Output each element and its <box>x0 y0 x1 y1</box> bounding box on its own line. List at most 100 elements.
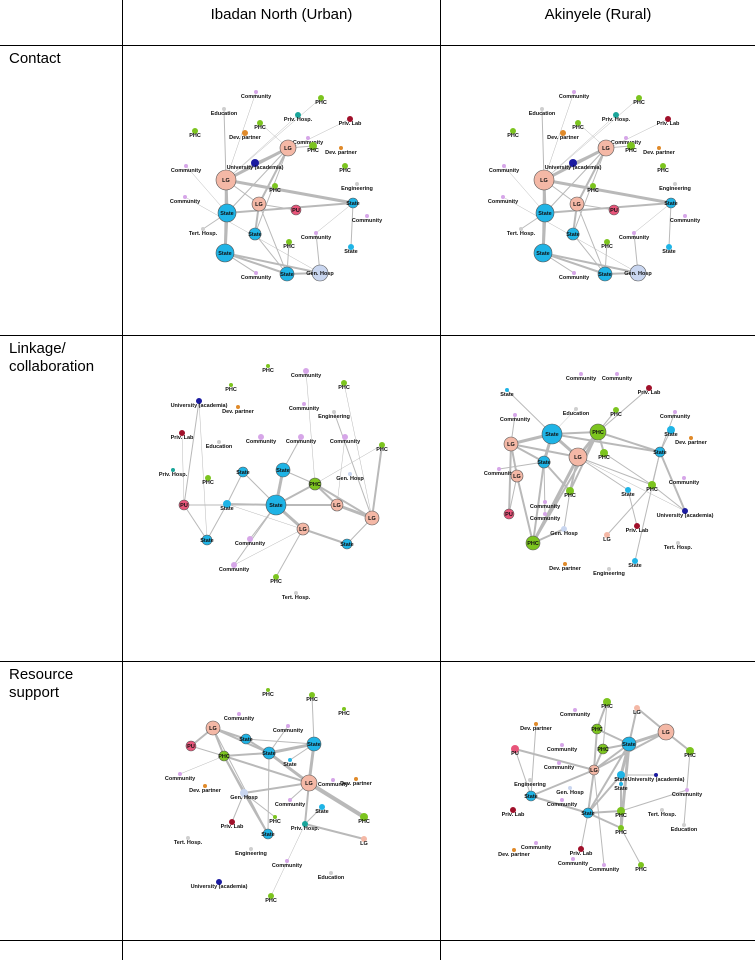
node-label: PHC <box>338 385 350 391</box>
node-label: Community <box>318 782 349 788</box>
network-node <box>569 196 585 212</box>
network-node <box>258 434 264 440</box>
network-node <box>613 112 619 118</box>
network-node <box>185 740 197 752</box>
node-label: Education <box>671 827 698 833</box>
node-label: PHC <box>269 819 281 825</box>
node-label: State <box>537 460 550 466</box>
network-node <box>262 746 276 760</box>
network-node <box>360 813 368 821</box>
network-node <box>560 130 566 136</box>
node-label: Dev. partner <box>675 440 708 446</box>
node-label: PHC <box>615 813 627 819</box>
network-edge <box>597 431 661 453</box>
network-node <box>561 526 567 532</box>
network-node <box>309 142 317 150</box>
network-edge <box>183 400 200 506</box>
network-edge <box>258 203 288 275</box>
network-node <box>501 195 505 199</box>
node-label: Community <box>660 414 691 420</box>
network-node <box>379 442 385 448</box>
network-node <box>660 163 666 169</box>
node-label: PHC <box>572 125 584 131</box>
node-label: Gen. Hosp <box>624 271 652 277</box>
node-label: University (academia) <box>545 165 602 171</box>
network-node <box>667 426 675 434</box>
network-node <box>685 788 689 792</box>
network-node <box>339 146 343 150</box>
node-label: Tert. Hosp. <box>282 595 311 601</box>
network-node <box>602 863 606 867</box>
node-label: Engineering <box>235 851 267 857</box>
node-label: Priv. Lab <box>221 824 244 830</box>
network-edge <box>516 475 534 544</box>
node-label: Community <box>602 376 633 382</box>
node-label: Dev. partner <box>498 852 531 858</box>
node-label: Community <box>489 168 520 174</box>
network-edge <box>245 738 315 745</box>
network-node <box>503 508 515 520</box>
node-label: Community <box>589 867 620 873</box>
network-node <box>309 692 315 698</box>
node-label: LG <box>284 146 292 152</box>
node-label: LG <box>540 178 548 184</box>
node-label: PHC <box>262 368 274 374</box>
network-edge <box>226 471 244 505</box>
network-node <box>295 112 301 118</box>
node-label: Education <box>211 111 238 117</box>
node-label: Community <box>670 218 701 224</box>
network-node <box>331 778 335 782</box>
node-label: PHC <box>262 692 274 698</box>
network-edge <box>602 701 608 750</box>
row-header-resource: Resource support <box>9 666 119 702</box>
network-edge <box>577 456 686 512</box>
row-header-line: Linkage/ <box>9 340 66 357</box>
node-label: Dev. partner <box>547 135 580 141</box>
node-label: PHC <box>283 244 295 250</box>
network-node <box>196 398 202 404</box>
network-edge <box>267 752 270 835</box>
network-node <box>251 159 259 167</box>
network-node <box>665 116 671 122</box>
network-node <box>229 383 233 387</box>
network-edge <box>587 774 622 814</box>
node-label: PHC <box>309 482 321 488</box>
node-label: State <box>664 432 677 438</box>
network-node <box>497 467 501 471</box>
network-edge <box>576 147 607 205</box>
network-node <box>236 405 240 409</box>
network-node <box>302 821 308 827</box>
network-node <box>279 139 297 157</box>
network-node <box>666 244 672 250</box>
network-edge <box>226 147 289 214</box>
node-label: Engineering <box>593 571 625 577</box>
node-label: LG <box>507 442 515 448</box>
node-label: Community <box>500 417 531 423</box>
network-node <box>286 724 290 728</box>
node-label: PHC <box>657 168 669 174</box>
node-label: Priv. Lab <box>570 851 593 857</box>
network-node <box>604 239 610 245</box>
network-node <box>590 183 596 189</box>
network-edge <box>659 411 676 453</box>
network-node <box>329 871 333 875</box>
network-edge <box>627 489 638 527</box>
network-node <box>229 819 235 825</box>
node-label: LG <box>209 726 217 732</box>
network-node <box>218 750 230 762</box>
network-node <box>300 774 318 792</box>
network-edge <box>543 97 640 181</box>
node-label: Gen. Hosp <box>556 790 584 796</box>
network-node <box>237 466 249 478</box>
node-label: Priv. Lab <box>502 812 525 818</box>
network-node <box>589 423 607 441</box>
network-edge <box>544 147 607 214</box>
node-label: State <box>220 506 233 512</box>
network-node <box>588 764 600 776</box>
